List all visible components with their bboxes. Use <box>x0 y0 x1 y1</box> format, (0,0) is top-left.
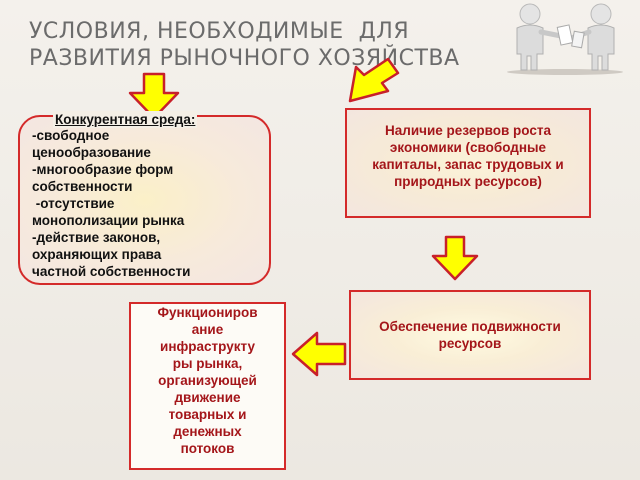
infrastructure-line: ры рынка, <box>172 356 243 371</box>
arrow-down-icon <box>128 72 180 120</box>
competition-box: Конкурентная среда: -свободное ценообраз… <box>18 111 271 285</box>
infrastructure-line: товарных и <box>168 407 247 422</box>
infrastructure-line: денежных <box>173 424 242 439</box>
infrastructure-line: движение <box>174 390 241 405</box>
infrastructure-line: ание <box>191 322 224 337</box>
competition-line: -отсутствие <box>32 196 115 211</box>
arrow-down-left-icon <box>348 57 400 103</box>
slide-title: Условия, необходимые для развития рыночн… <box>29 18 569 72</box>
competition-line: -многообразие форм <box>32 162 174 177</box>
arrow-down-icon <box>431 235 479 281</box>
competition-list: -свободное ценообразование -многообразие… <box>32 127 277 280</box>
slide-title-line-1: Условия, необходимые для <box>29 19 410 44</box>
reserves-box: Наличие резервов роста экономики (свобод… <box>345 108 591 218</box>
competition-line: ценообразование <box>32 145 151 160</box>
slide-title-line-2: развития рыночного хозяйства <box>29 46 460 71</box>
competition-line: собственности <box>32 179 133 194</box>
infrastructure-line: потоков <box>180 441 235 456</box>
infrastructure-line: Функциониров <box>157 305 258 320</box>
competition-line: монополизации рынка <box>32 213 185 228</box>
infrastructure-box: Функциониров ание инфраструкту ры рынка,… <box>129 302 286 470</box>
mobility-box: Обеспечение подвижности ресурсов <box>349 290 591 380</box>
infrastructure-line: организующей <box>158 373 257 388</box>
competition-line: частной собственности <box>32 264 191 279</box>
competition-line: -действие законов, <box>32 230 161 245</box>
arrow-left-icon <box>291 331 347 377</box>
people-figures-icon <box>507 3 623 75</box>
mobility-text: Обеспечение подвижности ресурсов <box>379 319 561 351</box>
competition-line: -свободное <box>32 128 110 143</box>
infrastructure-line: инфраструкту <box>160 339 255 354</box>
reserves-text: Наличие резервов роста экономики (свобод… <box>372 123 564 189</box>
competition-line: охраняющих права <box>32 247 162 262</box>
competition-heading: Конкурентная среда: <box>53 111 198 128</box>
